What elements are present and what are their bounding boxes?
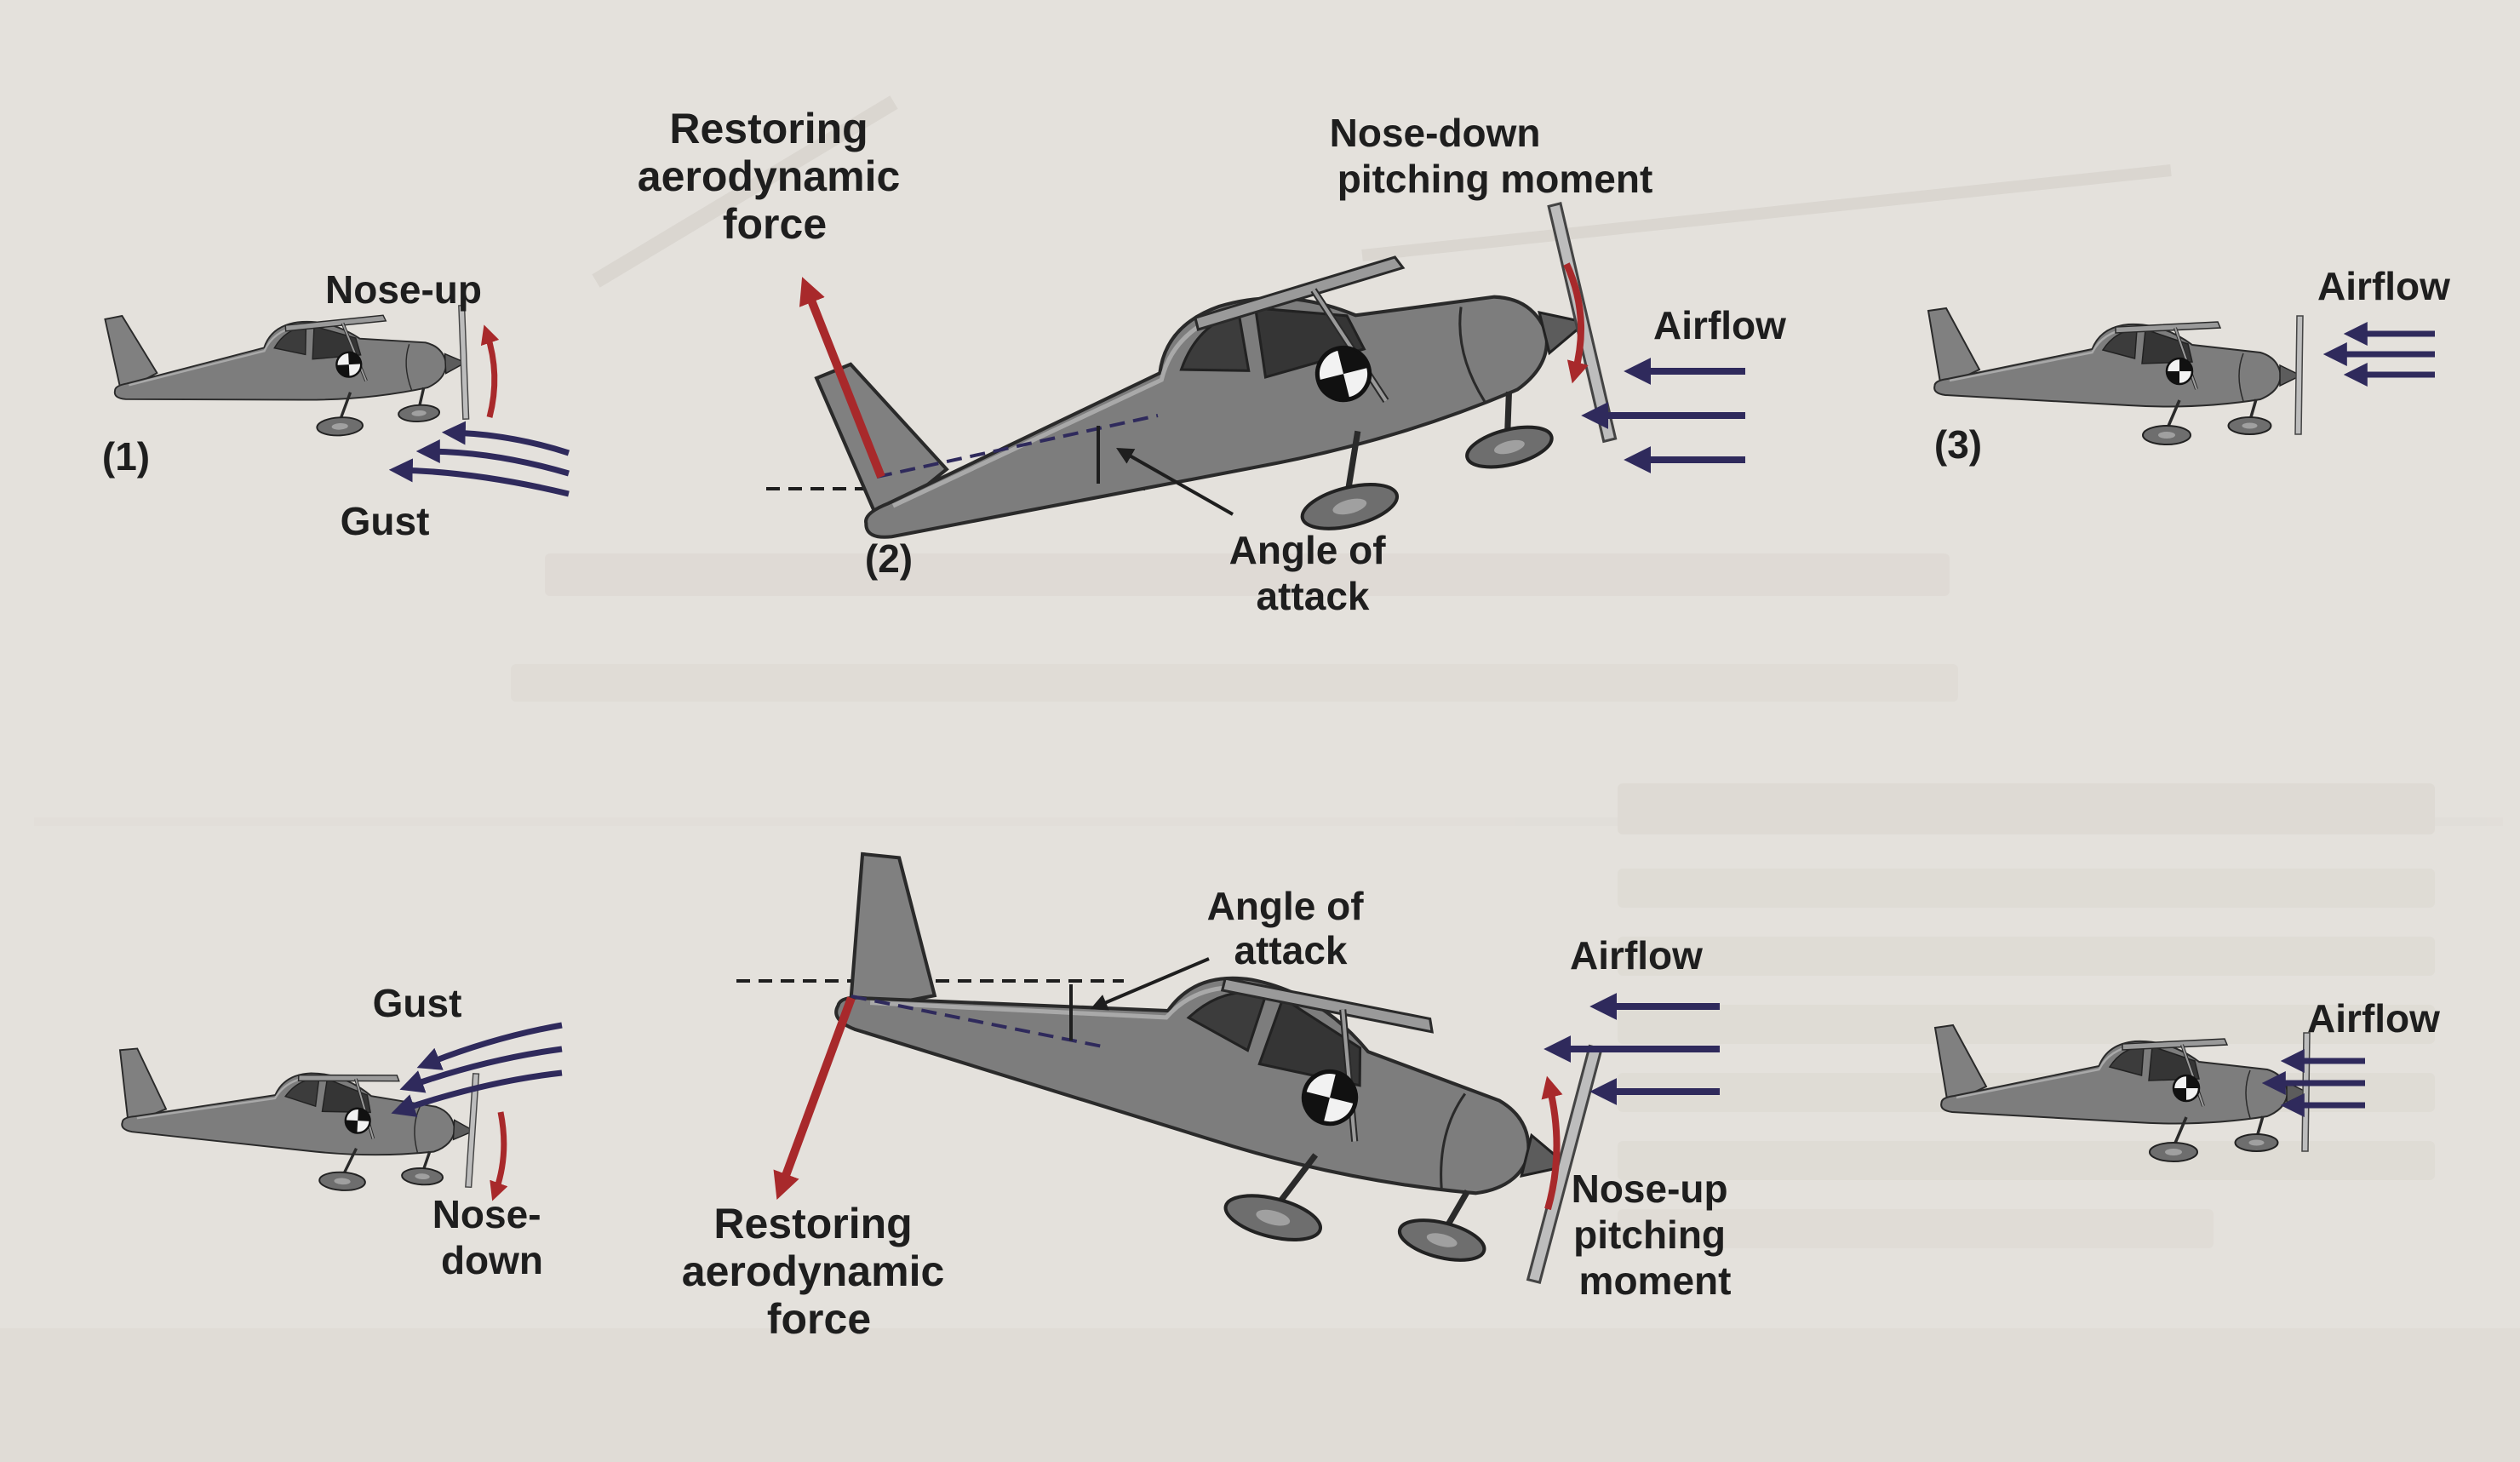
airflow-arrows: [2322, 322, 2435, 387]
restoring-force-arrow: [799, 277, 885, 479]
nose-up-label: Nose-up: [325, 267, 482, 312]
restoring-force-arrow: [773, 996, 856, 1201]
nose-down-arrow: [1563, 262, 1589, 384]
panel-number-1: (1): [102, 434, 150, 479]
panel-number-2: (2): [865, 536, 913, 581]
aircraft-icon: [1927, 307, 2305, 446]
chord-line: [876, 414, 1159, 479]
restoring-force-label: Restoring aerodynamic force: [638, 105, 912, 248]
aircraft-icon: [112, 1046, 481, 1199]
nose-up-moment-label: Nose-up pitching moment: [1572, 1167, 1739, 1303]
nose-down-moment-label: Nose-down pitching moment: [1330, 111, 1653, 201]
angle-of-attack-label: Angle of attack: [1207, 884, 1375, 972]
airflow-label: Airflow: [2317, 264, 2450, 308]
angle-of-attack-pointer: [1090, 957, 1210, 1011]
gust-arrows: [388, 421, 570, 497]
nose-down-label: Nose- down: [432, 1192, 553, 1282]
airflow-label: Airflow: [2307, 996, 2440, 1041]
airflow-label: Airflow: [1653, 303, 1786, 347]
top-panel-1: Nose-up (1) Gust: [102, 267, 570, 543]
chord-line: [850, 995, 1108, 1049]
nose-up-arrow: [480, 324, 500, 418]
panel-number-3: (3): [1934, 422, 1982, 467]
aircraft-icon: [103, 296, 473, 450]
airflow-label: Airflow: [1570, 933, 1703, 978]
restoring-force-label: Restoring aerodynamic force: [682, 1200, 956, 1343]
angle-of-attack-label: Angle of attack: [1229, 528, 1397, 618]
gust-arrows: [391, 1022, 563, 1117]
nose-up-arrow: [1541, 1075, 1563, 1211]
airflow-arrows: [2261, 1049, 2365, 1117]
bottom-panel-2: Angle of attack Airflow Restoring aerody…: [682, 849, 1739, 1343]
bottom-panel-1: Gust Nose- down: [112, 981, 563, 1282]
bottom-panel-3: Airflow: [1933, 996, 2440, 1163]
top-panel-3: Airflow (3): [1927, 264, 2450, 467]
top-panel-2: Restoring aerodynamic force Nose-down pi…: [638, 105, 1786, 643]
angle-of-attack-pointer: [1116, 448, 1234, 516]
nose-down-arrow: [490, 1111, 508, 1201]
airflow-arrows: [1581, 358, 1745, 473]
airflow-arrows: [1544, 993, 1720, 1105]
gust-label: Gust: [373, 981, 462, 1025]
gust-label: Gust: [341, 499, 430, 543]
